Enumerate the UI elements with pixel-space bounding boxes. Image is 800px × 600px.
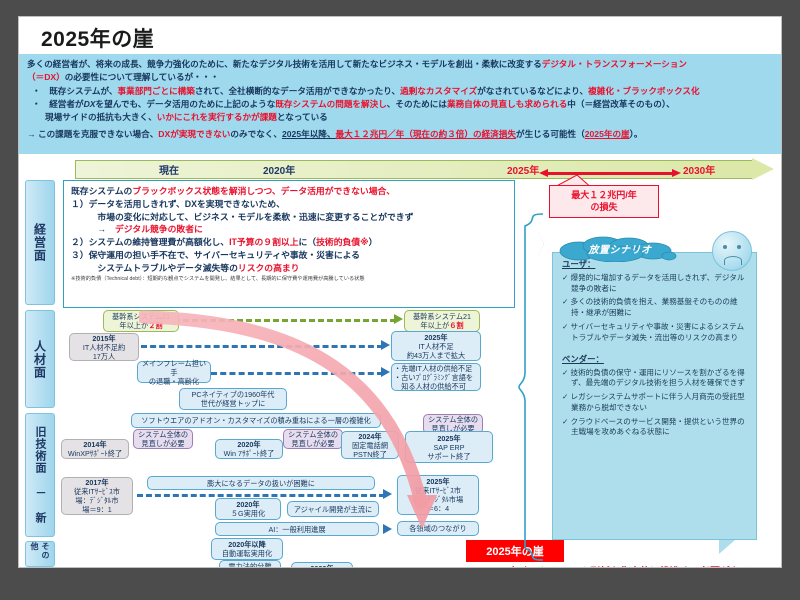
- connector-mainframe: [211, 372, 383, 375]
- slide-canvas: 2025年の崖 多くの経営者が、将来の成長、競争力強化のために、新たなデジタル技…: [18, 16, 782, 568]
- sad-face-eye-left: [723, 245, 727, 249]
- rail-label-management: 経営面: [25, 180, 55, 305]
- neglect-scenario-panel: ユーザ： ✓ 爆発的に増加するデータを活用しきれず、デジタル競争の敗者に ✓ 多…: [552, 252, 757, 540]
- scenario-spacer: [562, 347, 749, 354]
- cliff-trend-curve: [139, 310, 437, 529]
- node-2020-autonomous-driving: 2020年以降 自動運転実用化: [211, 538, 283, 560]
- node-talent-supply-issues: ・先端IT人材の供給不足 ・古いﾌﾟﾛｸﾞﾗﾐﾝｸﾞ言語を 知る人材の供給不可: [391, 363, 481, 391]
- scenario-bracket: [518, 213, 544, 561]
- management-item-5: ３）保守運用の担い手不在で、サイバーセキュリティや事故・災害による: [71, 249, 360, 260]
- cloud-label-text: 放置シナリオ: [588, 245, 652, 256]
- management-item-3: → デジタル競争の敗者に: [71, 224, 203, 235]
- arrow-bar: [547, 172, 673, 175]
- node-system-review-3: システム全体の 見直しが必要: [423, 414, 483, 434]
- scenario-user-item-1: ✓ 爆発的に増加するデータを活用しきれず、デジタル競争の敗者に: [562, 272, 745, 293]
- management-item-2: 市場の変化に対応して、ビジネス・モデルを柔軟・迅速に変更することができず: [71, 211, 414, 222]
- connector-it-market: [137, 494, 385, 497]
- sad-face-mouth: [724, 256, 742, 265]
- rail-label-legacy: 旧技術面 － 新: [25, 413, 55, 537]
- management-head: 既存システムのブラックボックス状態を解消しつつ、データ活用ができない場合、: [71, 186, 396, 196]
- management-box: 既存システムのブラックボックス状態を解消しつつ、データ活用ができない場合、 １）…: [63, 180, 515, 308]
- connector-it-talent: [141, 345, 383, 348]
- connector-ai-head: [383, 524, 392, 534]
- intro-line-1: 多くの経営者が、将来の成長、競争力強化のために、新たなデジタル技術を活用して新た…: [27, 59, 688, 69]
- connector-mainframe-head: [381, 367, 390, 377]
- connector-core-systems: [174, 319, 396, 322]
- scenario-vendor-heading: ベンダー：: [562, 353, 604, 364]
- rail-label-other: その他: [25, 541, 55, 567]
- scenario-vendor-item-2: ✓ レガシーシステムサポートに伴う人月商売の受託型業務から脱却できない: [562, 392, 745, 412]
- node-2025-talent-shortage: 2025年 IT人材不足 約43万人まで拡大: [391, 331, 481, 361]
- sad-face-icon: [712, 231, 752, 271]
- connector-it-market-head: [383, 489, 392, 499]
- node-system-review-1: システム全体の 見直しが必要: [133, 429, 193, 449]
- node-system-review-2: システム全体の 見直しが必要: [283, 429, 343, 449]
- loss-span-arrow: [539, 169, 681, 178]
- arrow-head-right: [672, 169, 681, 177]
- page-title: 2025年の崖: [41, 28, 155, 51]
- scenario-vendor-item-1: ✓ 技術的負債の保守・運用にリソースを割かざるを得ず、最先端のデジタル技術を担う…: [562, 367, 745, 388]
- node-power-unbundling: 電力法的分離: [219, 560, 281, 567]
- connector-core-systems-head: [394, 314, 403, 324]
- footer-message: ＜2025年までにシステム刷新を集中的に推進する必要がある＞: [459, 563, 779, 567]
- scenario-vendor-item-3: ✓ クラウドベースのサービス開発・提供という世界の主戦場を攻めあぐねる状態に: [562, 416, 745, 437]
- timeline-label-2025: 2025年: [507, 166, 540, 177]
- node-2020-win7-eol: 2020年 Win 7ｻﾎﾟｰﾄ終了: [215, 439, 283, 459]
- intro-bullet-2: ・ 経営者がDXを望んでも、データ活用のために上記のような既存システムの問題を解…: [32, 98, 675, 109]
- arrow-head-left: [539, 169, 548, 177]
- connector-it-talent-head: [381, 340, 390, 350]
- node-pc-native-generation: PCネイティブの1960年代 世代が経営トップに: [179, 388, 287, 410]
- loss-line-1: 最大１２兆円/年: [571, 190, 637, 200]
- node-agile-mainstream: アジャイル開発が主流に: [287, 501, 379, 517]
- node-mainframe-aging: メインフレーム担い手 の退職・高齢化: [137, 359, 211, 386]
- scenario-cloud-label: 放置シナリオ: [557, 236, 683, 262]
- intro-bullet-2-cont: 現場サイドの抵抗も大きく、いかにこれを実行するかが課題となっている: [45, 112, 328, 123]
- management-chevron-tip: [514, 180, 544, 308]
- intro-band: 多くの経営者が、将来の成長、競争力強化のために、新たなデジタル技術を活用して新た…: [19, 54, 781, 154]
- scenario-panel-tail: [719, 540, 735, 554]
- scenario-user-item-3: ✓ サイバーセキュリティや事故・災害によるシステムトラブルやデータ滅失・流出等の…: [562, 322, 745, 342]
- cliff-red-box: 2025年の崖: [466, 540, 564, 562]
- node-domain-connections: 各領域のつながり: [397, 521, 479, 536]
- node-2014-winxp-eol: 2014年 WinXPｻﾎﾟｰﾄ終了: [61, 439, 129, 459]
- scenario-user-item-2: ✓ 多くの技術的負債を抱え、業務基盤そのものの維持・継承が困難に: [562, 297, 738, 318]
- node-2020-5g: 2020年 ５G実用化: [215, 498, 281, 520]
- technical-debt-footnote: ※技術的負債（Technical debt）：短期的な観点でシステムを開発し、結…: [71, 276, 365, 283]
- timeline-label-2030: 2030年: [683, 166, 716, 177]
- rail-label-talent: 人材面: [25, 310, 55, 408]
- cloud-shape-icon: [559, 236, 677, 262]
- management-item-4: ２）システムの維持管理費が高額化し、IT予算の９割以上に（技術的負債※）: [71, 237, 378, 247]
- node-2022-gas-unbundling: 2022年 ガス法的分離: [291, 562, 353, 567]
- node-big-data-difficulty: 膨大になるデータの扱いが困難に: [147, 476, 375, 490]
- timeline-label-2020: 2020年: [263, 166, 296, 177]
- intro-conclusion: → この課題を克服できない場合、DXが実現できないのみでなく、2025年以降、最…: [27, 128, 643, 139]
- node-ai-adoption: AI：一般利用進展: [215, 522, 379, 536]
- node-2017-it-market-ratio: 2017年 従来ITｻｰﾋﾞｽ市 場：ﾃﾞｼﾞﾀﾙ市 場＝9：1: [61, 477, 133, 515]
- node-2015-talent-shortage: 2015年 IT人材不足約 17万人: [69, 333, 139, 361]
- scenario-user-heading: ユーザ：: [562, 259, 596, 269]
- intro-line-2: （＝DX）の必要性について理解しているが・・・: [27, 72, 219, 83]
- sad-face-eye-right: [737, 245, 741, 249]
- intro-bullet-1: ・ 既存システムが、事業部門ごとに構築されて、全社横断的なデータ活用ができなかっ…: [32, 85, 700, 96]
- loss-callout: 最大１２兆円/年 の損失: [549, 185, 659, 218]
- loss-line-2: の損失: [590, 202, 618, 213]
- timeline-label-now: 現在: [159, 166, 179, 177]
- timeline-arrowhead: [752, 158, 774, 180]
- management-item-1: １）データを活用しきれず、DXを実現できないため、: [71, 198, 285, 209]
- management-item-6: システムトラブルやデータ滅失等のリスクの高まり: [71, 262, 300, 273]
